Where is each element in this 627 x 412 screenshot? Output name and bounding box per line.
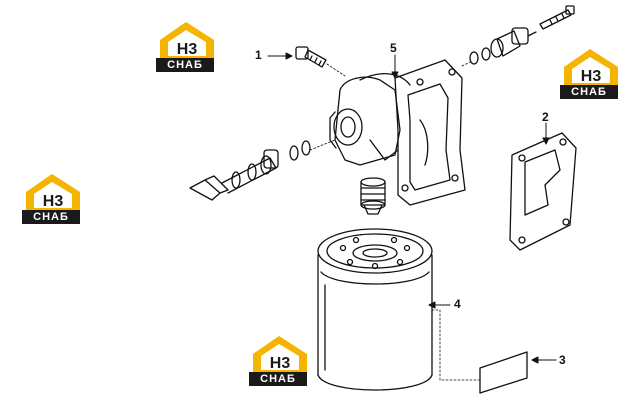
watermark-text: СНАБ <box>260 373 296 385</box>
o-ring <box>289 145 299 161</box>
o-ring <box>469 51 479 65</box>
watermark-logo: H3 СНАБ <box>152 18 220 76</box>
watermark-logo: H3 СНАБ <box>556 45 624 103</box>
sensor-plug <box>490 27 537 58</box>
watermark-mark: H3 <box>270 355 291 372</box>
watermark-mark: H3 <box>581 68 602 85</box>
callout-arrows <box>267 52 557 364</box>
callout-2: 2 <box>542 110 549 124</box>
callout-5: 5 <box>390 41 397 55</box>
watermark-mark: H3 <box>43 193 64 210</box>
part-1-bolt <box>295 46 327 68</box>
watermark-text: СНАБ <box>167 59 203 71</box>
watermark-logo: H3 СНАБ <box>245 332 313 390</box>
valve-stem <box>189 149 279 201</box>
threaded-nipple <box>360 177 386 215</box>
watermark-text: СНАБ <box>571 86 607 98</box>
part-3-label <box>479 351 528 394</box>
part-2-gasket <box>509 132 577 251</box>
callout-4: 4 <box>454 297 461 311</box>
part-5-filter-head <box>329 59 466 206</box>
watermark-text: СНАБ <box>33 211 69 223</box>
watermark-logo: H3 СНАБ <box>18 170 86 228</box>
part-4-filter-cartridge <box>317 228 433 391</box>
screw <box>539 5 575 30</box>
o-ring <box>481 47 491 61</box>
callout-1: 1 <box>255 48 262 62</box>
watermark-mark: H3 <box>177 41 198 58</box>
callout-3: 3 <box>559 353 566 367</box>
o-ring <box>301 140 311 156</box>
